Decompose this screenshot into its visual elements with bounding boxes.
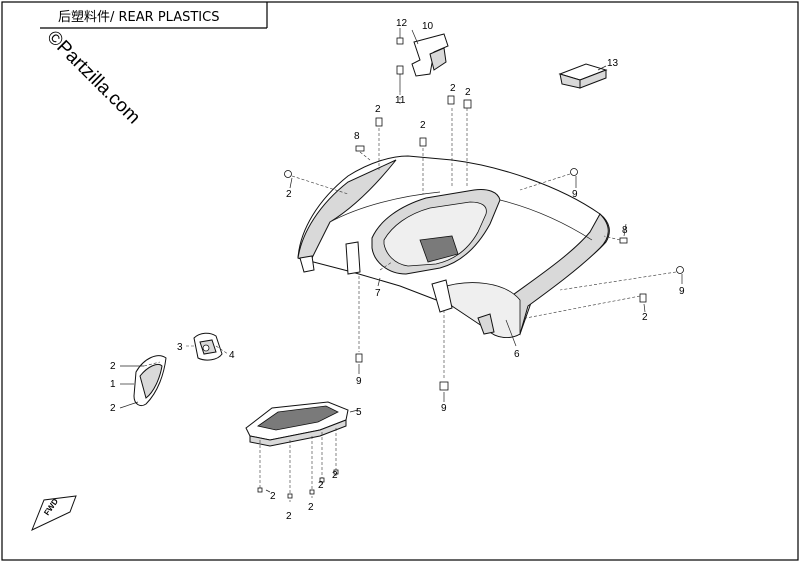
callout-4: 4 [229,350,235,361]
fwd-badge: FWD [31,495,77,531]
callout-7: 7 [375,288,381,299]
callout-2-d: 2 [420,120,426,131]
fasteners [257,92,684,502]
callout-2-f: 2 [642,312,648,323]
callout-labels: 12 10 13 2 2 11 2 8 2 2 9 8 7 6 2 9 3 4 … [110,18,685,522]
latch-bracket-part [396,28,449,92]
callout-8-a: 8 [354,131,360,142]
callout-2-b: 2 [465,87,471,98]
callout-9-c: 9 [356,376,362,387]
callout-leaders [265,176,683,493]
callout-2-k: 2 [308,502,314,513]
reflector-part [119,355,167,409]
floor-plate-part [245,401,359,447]
callout-9-d: 9 [441,403,447,414]
callout-6: 6 [514,349,520,360]
callout-2-m: 2 [332,470,338,481]
diagram-title: 后塑料件/ REAR PLASTICS [58,10,219,25]
callout-11: 11 [395,95,406,106]
callout-2-e: 2 [286,189,292,200]
callout-2-j: 2 [286,511,292,522]
callout-2-h: 2 [110,403,116,414]
callout-2-c: 2 [375,104,381,115]
rear-fender-part [297,155,610,338]
callout-9-b: 9 [679,286,685,297]
callout-2-a: 2 [450,83,456,94]
small-bracket-part [186,332,229,361]
callout-13: 13 [607,58,619,69]
callout-9-a: 9 [572,189,578,200]
callout-5: 5 [356,407,362,418]
callout-2-g: 2 [110,361,116,372]
watermark: ©Partzilla.com [42,27,144,129]
callout-12: 12 [396,18,408,29]
rubber-pad-part [558,63,608,89]
callout-10: 10 [422,21,434,32]
callout-2-i: 2 [270,491,276,502]
callout-1: 1 [110,379,116,390]
callout-3: 3 [177,342,183,353]
callout-2-l: 2 [318,480,324,491]
